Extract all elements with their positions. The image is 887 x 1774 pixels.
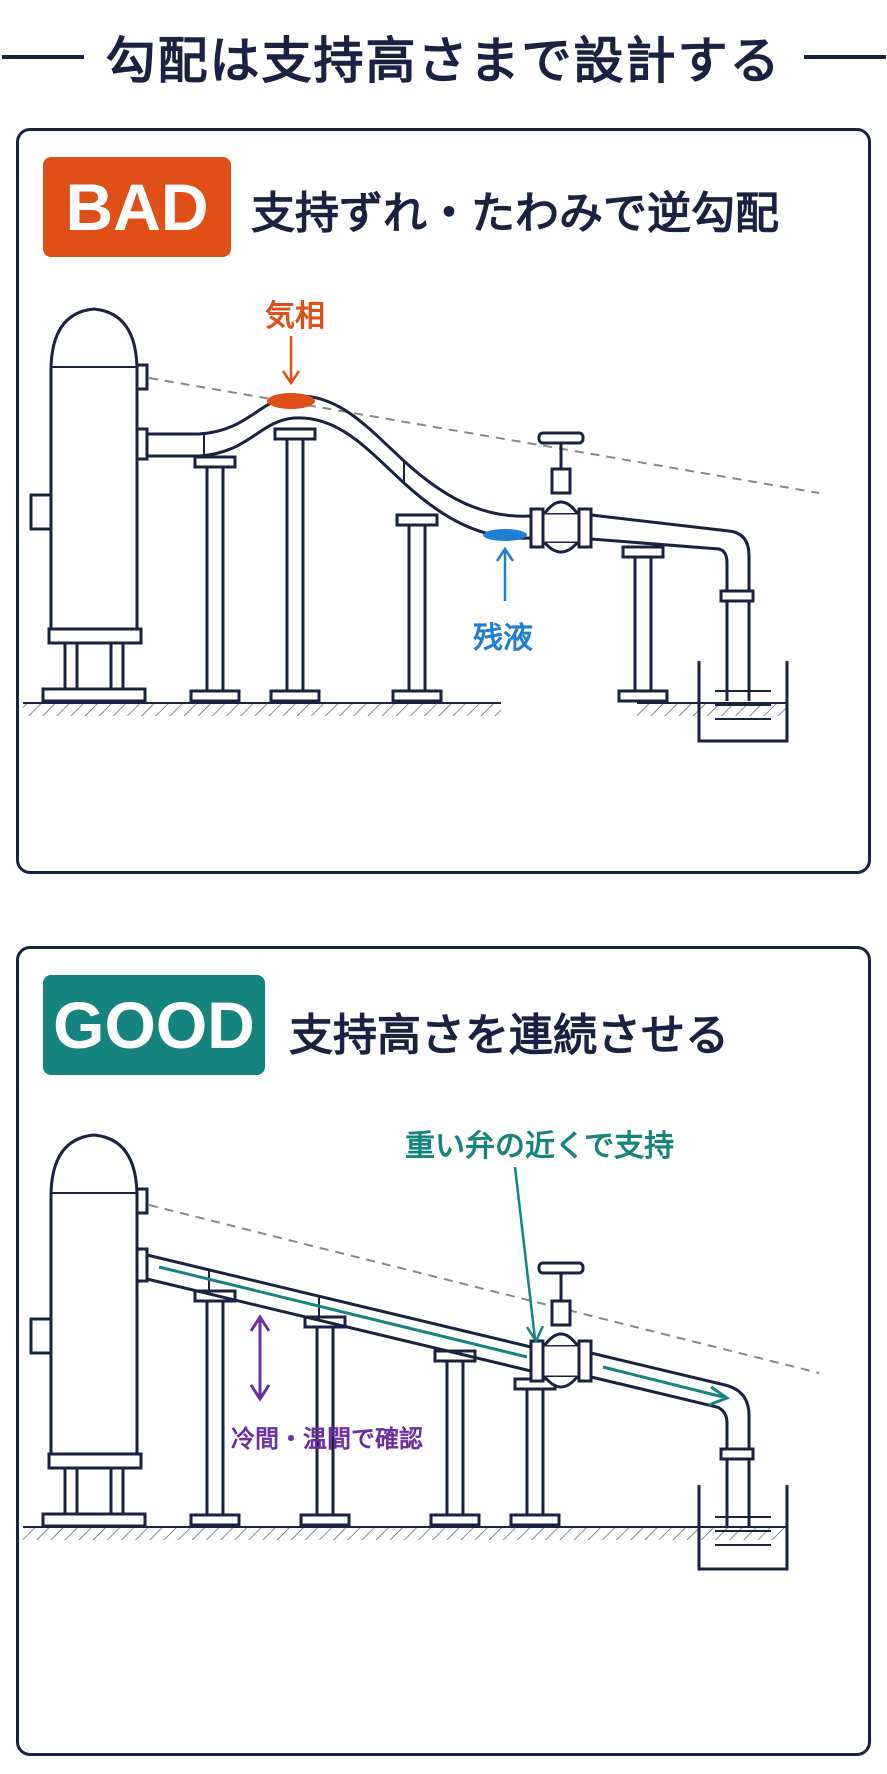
bad-heading: 支持ずれ・たわみで逆勾配 xyxy=(251,188,779,239)
page-title: 勾配は支持高さまで設計する xyxy=(105,32,782,90)
bad-badge: BAD xyxy=(43,157,231,257)
vapor-label: 気相 xyxy=(265,299,325,334)
flow-arrow xyxy=(158,1265,731,1407)
liquid-pocket xyxy=(483,529,527,541)
page-title-row: 勾配は支持高さまで設計する xyxy=(0,22,887,92)
title-rule-left xyxy=(1,55,84,59)
valve-support-arrow xyxy=(513,1166,545,1344)
check-double-arrow xyxy=(249,1314,271,1402)
drain-tank xyxy=(697,661,789,743)
liquid-arrow xyxy=(495,546,515,601)
valve-support-label: 重い弁の近くで支持 xyxy=(405,1129,675,1164)
good-panel: GOOD 支持高さを連続させる 重い弁の近くで支持 冷間・温間で確認 xyxy=(16,946,871,1756)
good-badge: GOOD xyxy=(43,975,265,1075)
ground xyxy=(23,1526,787,1540)
gate-valve xyxy=(529,1261,755,1527)
sagging-pipe xyxy=(147,394,532,540)
good-diagram xyxy=(23,1133,820,1571)
gate-valve xyxy=(529,431,755,701)
pipe-supports xyxy=(189,1289,561,1527)
good-heading: 支持高さを連続させる xyxy=(289,1010,729,1061)
vapor-pocket xyxy=(267,393,315,409)
pipe-supports xyxy=(189,427,669,703)
vapor-arrow xyxy=(281,336,301,386)
bad-panel: BAD 支持ずれ・たわみで逆勾配 気相 残液 xyxy=(16,128,871,874)
title-rule-right xyxy=(803,55,886,59)
liquid-label: 残液 xyxy=(473,621,533,656)
drain-tank xyxy=(697,1485,789,1571)
vessel xyxy=(29,307,149,703)
vessel xyxy=(29,1133,149,1528)
design-slope-line xyxy=(148,377,820,494)
temp-check-label: 冷間・温間で確認 xyxy=(231,1425,423,1453)
sloped-pipe xyxy=(146,1253,532,1373)
ground xyxy=(23,702,787,716)
bad-diagram xyxy=(23,307,820,743)
design-slope-line xyxy=(148,1204,820,1374)
